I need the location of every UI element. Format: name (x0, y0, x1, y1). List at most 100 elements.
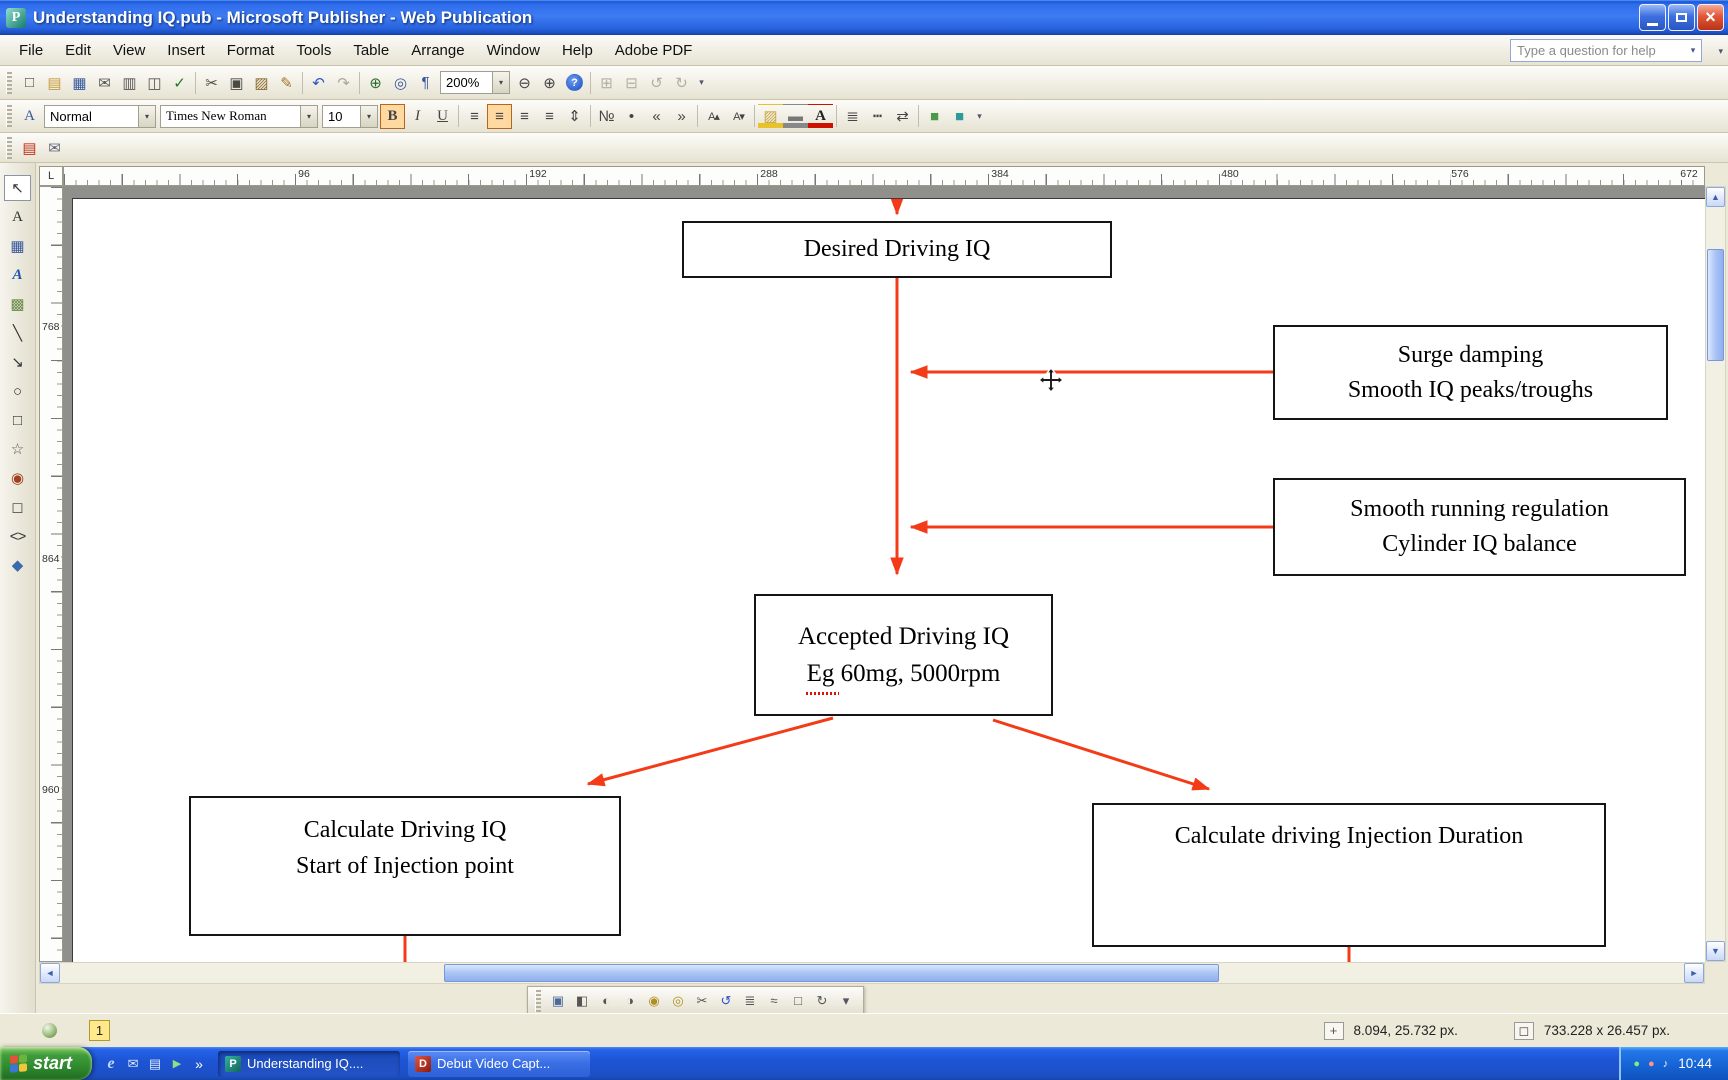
help-icon[interactable]: ? (566, 74, 583, 91)
arrow-tool[interactable]: ↘ (11, 354, 24, 371)
menubar-options-icon[interactable]: ▾ (1718, 46, 1723, 56)
oval-tool[interactable]: ○ (12, 382, 23, 400)
align-center-icon[interactable]: ≡ (487, 103, 512, 129)
less-contrast-icon[interactable]: ◑ (626, 993, 634, 1008)
adobe-pdf-email-icon[interactable]: ✉ (48, 139, 61, 157)
styles-and-formatting-icon[interactable]: A (24, 107, 35, 124)
toolbar-grip[interactable] (6, 71, 12, 94)
line-color-icon[interactable]: ▬ (783, 103, 808, 129)
diagram-box-accepted-driving-iq[interactable]: Accepted Driving IQ Eg 60mg, 5000rpm (754, 594, 1053, 716)
print-icon[interactable]: ▥ (122, 74, 137, 92)
arrow-style-icon[interactable]: ⇄ (896, 108, 909, 125)
scroll-left-icon[interactable]: ◄ (40, 963, 60, 983)
toolbar-grip[interactable] (6, 136, 12, 159)
insert-hyperlink-icon[interactable]: ⊕ (369, 74, 382, 92)
internet-explorer-icon[interactable]: e (107, 1054, 115, 1072)
help-question-box[interactable]: Type a question for help ▾ (1510, 39, 1702, 62)
group-icon[interactable]: ⊞ (600, 74, 613, 92)
object-size-value[interactable]: 733.228 x 26.457 px. (1543, 1023, 1670, 1038)
more-contrast-icon[interactable]: ◐ (602, 993, 610, 1008)
page-1-button[interactable]: 1 (89, 1020, 110, 1041)
toolbar-grip[interactable] (535, 989, 541, 1012)
menu-item[interactable]: View (113, 41, 146, 59)
task-debut-video-capture[interactable]: D Debut Video Capt... (408, 1050, 591, 1077)
menu-item[interactable]: Window (486, 41, 540, 59)
menu-item[interactable]: Help (561, 41, 593, 59)
autoshapes-tool[interactable]: ☆ (10, 441, 25, 458)
underline-icon[interactable]: U (437, 107, 448, 124)
zoom-in-icon[interactable]: ⊕ (543, 74, 556, 92)
diagram-box-surge-damping[interactable]: Surge damping Smooth IQ peaks/troughs (1273, 325, 1668, 420)
insert-wordart-tool[interactable]: A (12, 266, 23, 283)
web-page-preview-icon[interactable]: ◎ (393, 74, 408, 92)
object-position-value[interactable]: 8.094, 25.732 px. (1353, 1023, 1458, 1038)
ungroup-icon[interactable]: ⊟ (625, 74, 638, 92)
font-size-dropdown-icon[interactable]: ▾ (360, 105, 377, 127)
minimize-button[interactable] (1639, 4, 1666, 31)
menu-item[interactable]: Arrange (411, 41, 465, 59)
toolbar-options-icon[interactable]: ▾ (977, 110, 982, 121)
open-icon[interactable]: ▤ (47, 74, 62, 92)
show-desktop-icon[interactable]: ▤ (148, 1055, 162, 1071)
restore-button[interactable] (1668, 4, 1695, 31)
scroll-down-icon[interactable]: ▼ (1706, 941, 1725, 961)
style-combobox[interactable]: Normal ▾ (44, 104, 156, 128)
media-player-icon[interactable]: ▶ (172, 1058, 182, 1070)
rotate-right-icon[interactable]: ↻ (675, 74, 688, 92)
reset-picture-icon[interactable]: ↻ (816, 992, 828, 1008)
form-control-tool[interactable]: ◻ (11, 499, 24, 516)
special-characters-icon[interactable]: ¶ (421, 74, 430, 91)
justify-icon[interactable]: ≡ (545, 107, 554, 125)
insert-picture-icon[interactable]: ▣ (551, 992, 565, 1008)
tray-recorder-icon[interactable]: ● (1648, 1057, 1655, 1070)
menu-item[interactable]: Edit (65, 41, 92, 59)
menu-item[interactable]: Format (226, 41, 275, 59)
format-picture-icon[interactable]: □ (794, 993, 802, 1008)
tray-antivirus-icon[interactable]: ● (1633, 1057, 1641, 1070)
italic-icon[interactable]: I (415, 107, 420, 124)
new-publication-icon[interactable]: □ (24, 74, 35, 91)
menu-item[interactable]: Tools (296, 41, 332, 59)
vertical-scroll-thumb[interactable] (1707, 249, 1724, 361)
crop-icon[interactable]: ✂ (696, 992, 708, 1008)
horizontal-scrollbar[interactable]: ◄ ► (39, 962, 1705, 984)
spelling-icon[interactable]: ✓ (173, 74, 186, 92)
more-brightness-icon[interactable]: ◉ (648, 992, 660, 1008)
diagram-box-desired-driving-iq[interactable]: Desired Driving IQ (682, 221, 1112, 278)
less-brightness-icon[interactable]: ◎ (672, 992, 684, 1008)
text-wrapping-icon[interactable]: ≈ (770, 993, 778, 1008)
dash-style-icon[interactable]: ┅ (872, 108, 883, 125)
insert-table-tool[interactable]: ▦ (10, 238, 25, 255)
outlook-express-icon[interactable]: ✉ (127, 1055, 139, 1071)
menu-item[interactable]: Adobe PDF (614, 41, 693, 59)
undo-icon[interactable]: ↶ (312, 74, 325, 92)
clock[interactable]: 10:44 (1678, 1056, 1712, 1071)
print-preview-icon[interactable]: ◫ (147, 74, 162, 92)
font-size-combobox[interactable]: 10 ▾ (322, 104, 378, 128)
html-fragment-tool[interactable]: <> (9, 527, 27, 545)
convert-to-adobe-pdf-icon[interactable]: ▤ (22, 139, 37, 157)
cut-icon[interactable]: ✂ (205, 74, 218, 92)
horizontal-scroll-thumb[interactable] (444, 964, 1219, 982)
redo-icon[interactable]: ↷ (337, 74, 350, 92)
bullets-icon[interactable]: • (628, 107, 635, 125)
fill-color-icon[interactable]: ▨ (758, 103, 783, 129)
paste-icon[interactable]: ▨ (254, 74, 269, 92)
rotate-left-icon[interactable]: ↺ (650, 74, 663, 92)
line-tool[interactable]: ╲ (12, 325, 23, 342)
zoom-combobox[interactable]: 200% ▾ (440, 71, 510, 94)
line-border-style-icon[interactable]: ≣ (846, 108, 859, 125)
zoom-out-icon[interactable]: ⊖ (518, 74, 531, 92)
publication-page[interactable]: Desired Driving IQ Surge damping Smooth … (72, 198, 1705, 962)
toolbar-options-icon[interactable]: ▾ (699, 77, 704, 87)
increase-indent-icon[interactable]: » (677, 107, 686, 125)
menu-item[interactable]: Insert (167, 41, 205, 59)
font-color-icon[interactable]: A (808, 103, 833, 129)
numbering-icon[interactable]: № (598, 107, 615, 125)
rotate-left-icon[interactable]: ↺ (720, 992, 732, 1008)
design-gallery-tool[interactable]: ◆ (11, 557, 24, 574)
zoom-dropdown-icon[interactable]: ▾ (492, 72, 509, 93)
text-box-tool[interactable]: A (12, 208, 23, 225)
toolbar-options-icon[interactable]: ▾ (842, 992, 850, 1008)
copy-icon[interactable]: ▣ (229, 74, 244, 92)
